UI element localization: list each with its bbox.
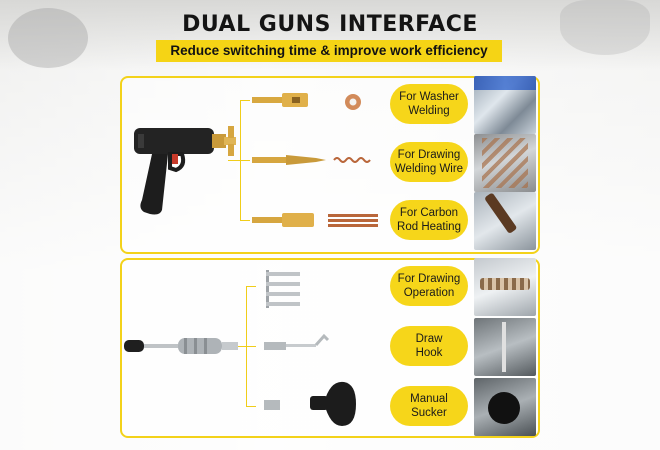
- connector-line: [240, 100, 250, 101]
- draw-hook-photo: [474, 318, 536, 376]
- connector-line: [246, 346, 256, 347]
- spot-welding-gun-image: [134, 126, 236, 215]
- connector-line: [228, 160, 240, 161]
- manual-sucker-photo: [474, 378, 536, 436]
- background-wheel: [8, 8, 88, 68]
- washer-image: [345, 94, 361, 110]
- carbon-rod-electrode-image: [252, 213, 378, 227]
- washer-electrode-image: [252, 93, 308, 107]
- connector-line: [238, 346, 246, 347]
- manual-sucker-image: [264, 381, 356, 426]
- connector-line: [240, 220, 250, 221]
- wire-electrode-image: [252, 155, 371, 165]
- draw-hook-image: [264, 333, 330, 350]
- background-car-part: [560, 0, 650, 55]
- slide-hammer-image: [124, 338, 238, 354]
- carbon-rod-heating-photo: [474, 192, 536, 250]
- connector-line: [240, 160, 250, 161]
- washer-welding-photo: [474, 76, 536, 134]
- drawing-hooks-image: [266, 270, 300, 308]
- subtitle-banner: Reduce switching time & improve work eff…: [156, 40, 502, 62]
- drawing-operation-photo: [474, 258, 536, 316]
- page-title: DUAL GUNS INTERFACE: [182, 12, 478, 37]
- connector-line: [246, 286, 256, 287]
- wire-welding-photo: [474, 134, 536, 192]
- connector-line: [246, 406, 256, 407]
